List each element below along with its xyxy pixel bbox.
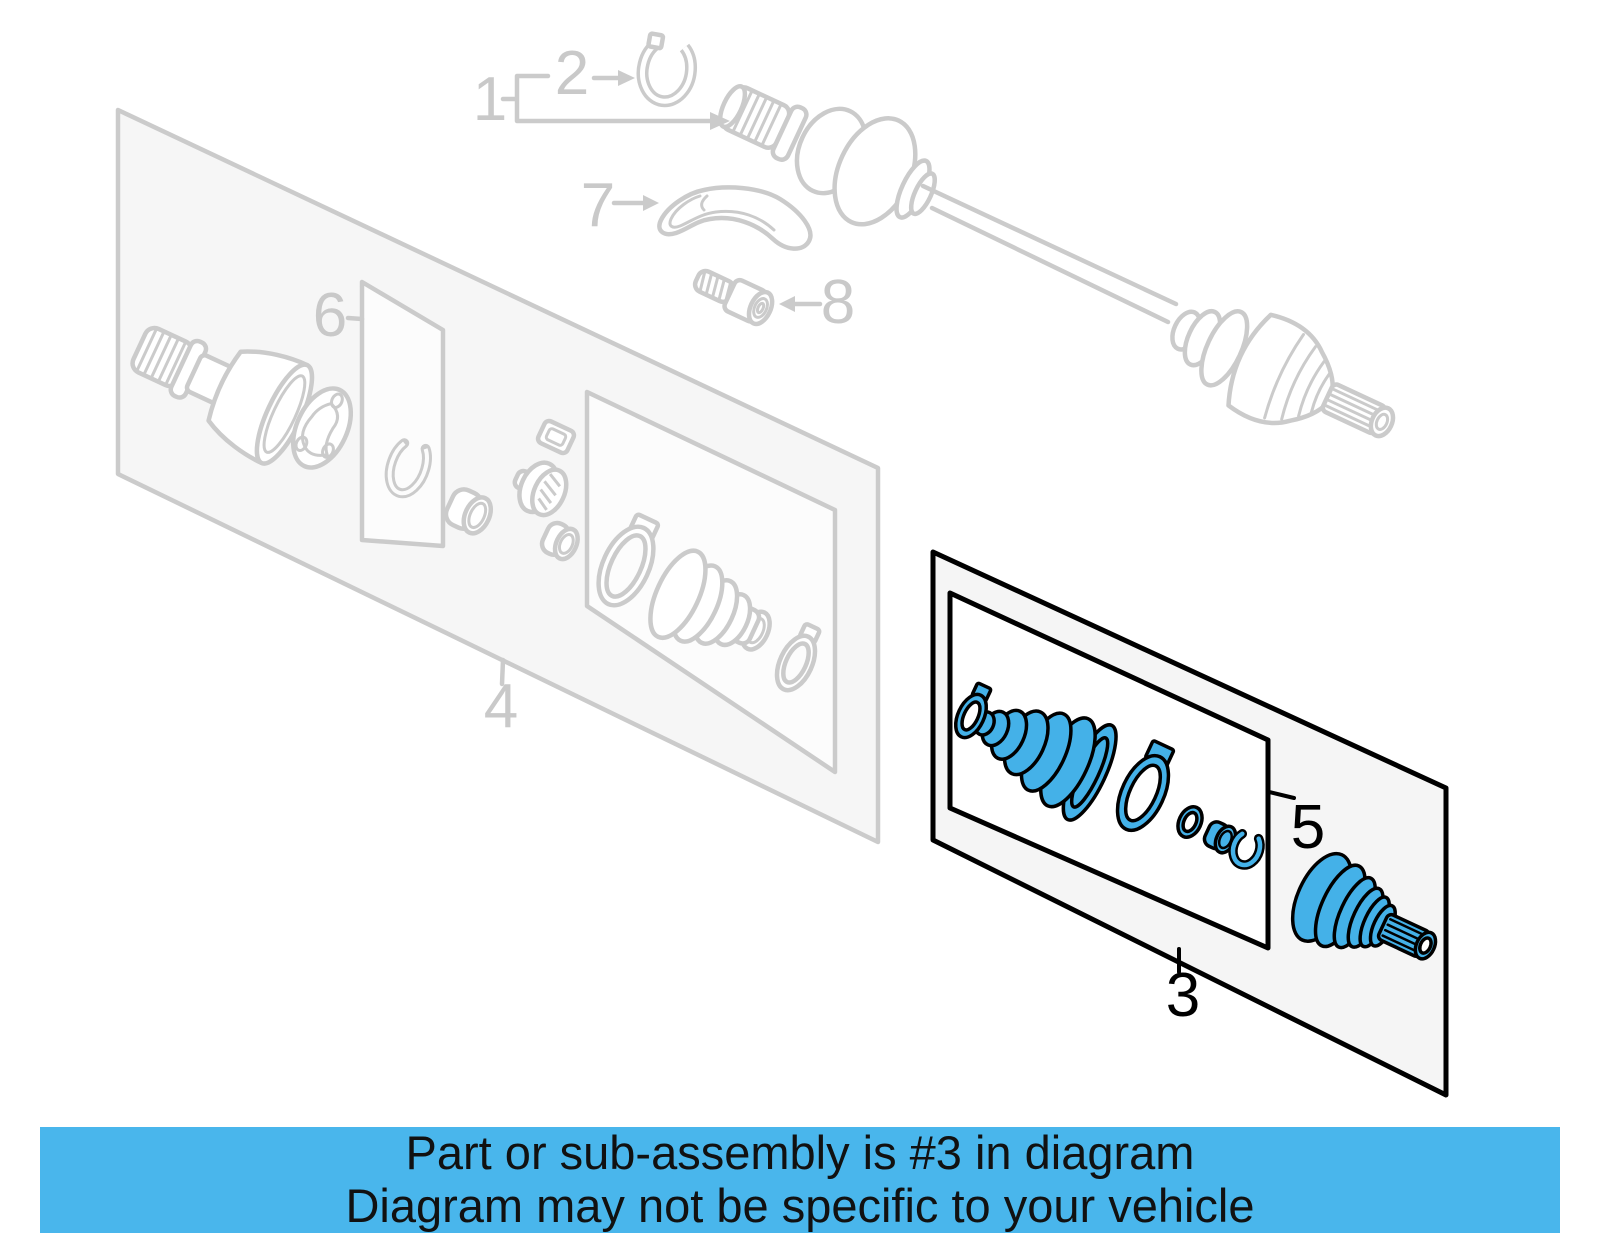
banner-line2: Diagram may not be specific to your vehi… <box>345 1179 1255 1232</box>
box-6 <box>359 279 446 549</box>
cv-boot-icon <box>648 548 772 652</box>
axle-shaft-icon <box>717 84 1396 439</box>
callout-3-label: 3 <box>1166 961 1200 1030</box>
callout-6: 6 <box>313 281 365 350</box>
arrow-left-icon <box>779 296 795 312</box>
callout-4: 4 <box>484 657 518 741</box>
outer-cv-joint-highlighted-icon <box>1290 851 1438 961</box>
callout-2: 2 <box>555 39 635 108</box>
ring-highlighted-icon <box>1176 805 1204 839</box>
tripod-joint-icon <box>290 386 354 470</box>
cv-boot-highlighted-icon <box>973 708 1118 822</box>
clamp-band-icon <box>535 418 577 456</box>
callout-5-label: 5 <box>1291 793 1325 862</box>
callout-8-label: 8 <box>821 268 855 337</box>
snap-ring-axle-icon <box>636 31 698 108</box>
boot-clamp-small-icon <box>774 622 822 693</box>
callout-8: 8 <box>779 268 855 337</box>
arrow-right-icon <box>618 70 635 86</box>
callout-6-label: 6 <box>313 281 347 350</box>
tripod-roller-icon <box>512 460 569 518</box>
snap-ring-inner-icon <box>384 438 432 499</box>
bushing-icon <box>443 487 494 536</box>
callout-5: 5 <box>1267 790 1325 862</box>
arrow-right-icon <box>643 195 659 211</box>
boot-clamp-small-highlighted-icon <box>953 681 993 740</box>
callout-1: 1 <box>473 65 730 134</box>
bolt-icon <box>692 268 775 327</box>
callout-2-label: 2 <box>555 39 589 108</box>
callout-7: 7 <box>581 171 659 240</box>
callout-7-label: 7 <box>581 171 615 240</box>
arrow-right-icon <box>710 112 730 130</box>
boot-clamp-large-icon <box>596 512 661 608</box>
boot-clamp-large-highlighted-icon <box>1115 739 1176 833</box>
callout-3: 3 <box>1166 947 1200 1030</box>
banner-line1: Part or sub-assembly is #3 in diagram <box>405 1126 1195 1180</box>
snap-ring-highlighted-icon <box>1228 829 1265 870</box>
cap-icon <box>539 520 580 562</box>
inner-cv-joint-icon <box>130 325 354 470</box>
bracket-icon <box>657 185 813 251</box>
highlight-banner: Part or sub-assembly is #3 in diagram Di… <box>40 1127 1560 1233</box>
